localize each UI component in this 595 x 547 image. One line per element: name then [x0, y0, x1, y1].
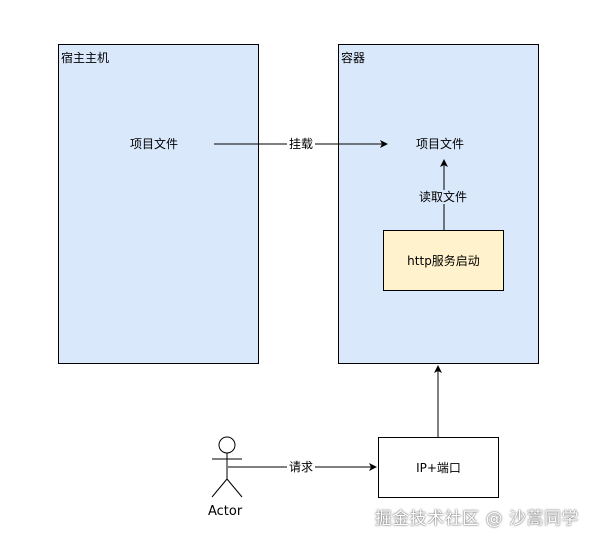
container-box: 容器 [338, 44, 539, 364]
mount-label: 挂载 [287, 137, 316, 151]
actor-label: Actor [208, 504, 243, 519]
actor-icon [211, 436, 243, 498]
watermark-text: 掘金技术社区 @ 沙蒿同学 [374, 509, 579, 529]
host-file-label: 项目文件 [130, 137, 179, 151]
request-label: 请求 [287, 460, 316, 474]
container-title: 容器 [341, 51, 366, 65]
ip-port-box: IP+端口 [378, 437, 499, 498]
http-service-label: http服务启动 [407, 254, 480, 268]
read-file-label: 读取文件 [417, 190, 470, 204]
container-file-label: 项目文件 [416, 137, 465, 151]
host-machine-box: 宿主主机 [58, 44, 259, 364]
http-service-box: http服务启动 [383, 230, 504, 291]
host-machine-title: 宿主主机 [61, 51, 110, 65]
ip-port-label: IP+端口 [416, 461, 461, 475]
